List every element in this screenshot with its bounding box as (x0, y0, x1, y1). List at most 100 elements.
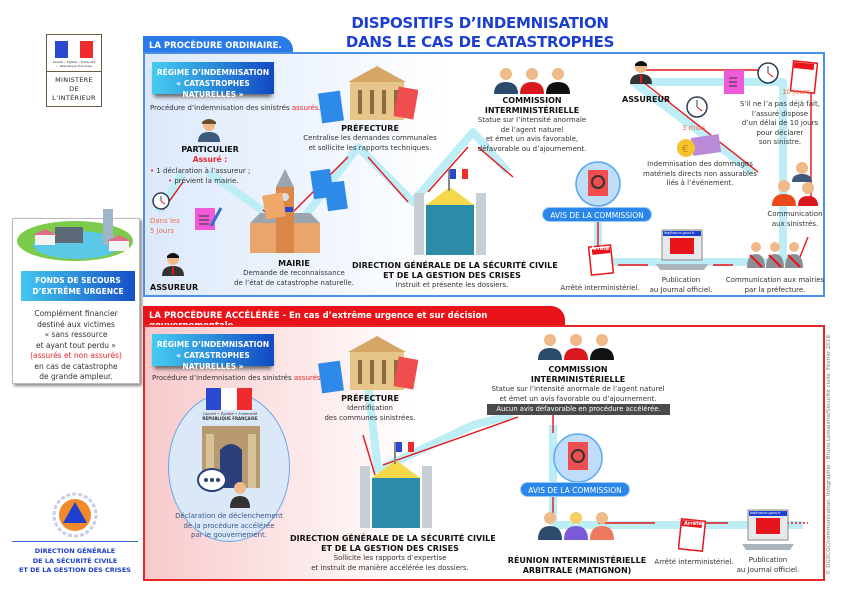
commission-ordinary-block: COMMISSION INTERMINISTÉRIELLE Statue sur… (472, 96, 592, 154)
regime-line: RÉGIME D’INDEMNISATION (156, 340, 270, 349)
commission-title-line: INTERMINISTÉRIELLE (484, 106, 580, 115)
regime-line: « CATASTROPHES NATURELLES » (176, 79, 250, 99)
ten-days-line: pour déclarer (756, 128, 804, 137)
dgscgc-text-line: et instruit de manière accélérée les dos… (311, 563, 469, 572)
fonds-description: Complément financier destiné aux victime… (15, 309, 137, 383)
arrete-document-icon (678, 518, 706, 552)
procedure-description-acc: Procédure d’indemnisation des sinistrés … (152, 374, 323, 384)
indemnisation-line: liés à l’événement. (666, 179, 734, 187)
declaration-block: Déclaration de déclenchement de la procé… (174, 512, 284, 541)
legifrance-label: legifrance.gouv.fr (664, 231, 695, 235)
indemnisation-line: matériels directs non assurables (643, 169, 757, 178)
communication-sinistres-block: Communication aux sinistrés. (760, 210, 830, 229)
dgscgc-title-line: DIRECTION GÉNÉRALE DE LA SÉCURITÉ CIVILE (352, 261, 558, 270)
documents-icon (310, 168, 348, 212)
clock-icon (757, 62, 779, 84)
reunion-members-icon (538, 512, 614, 540)
procedure-description: Procédure d’indemnisation des sinistrés … (150, 104, 321, 114)
particulier-subtitle: Assuré : (192, 155, 228, 164)
bullet-item: • 1 déclaration à l’assureur ; (150, 167, 251, 175)
mairie-text-line: de l’état de catastrophe naturelle. (234, 278, 354, 287)
indemnisation-line: Indemnisation des dommages (647, 160, 753, 168)
dgscgc-name-line: ET DE LA GESTION DES CRISES (19, 566, 131, 574)
assureur-icon (162, 253, 184, 276)
fonds-text-line: Complément financier (34, 309, 118, 318)
dgscgc-title-line: ET DE LA GESTION DES CRISES (383, 271, 521, 280)
commission-text-line: et émet un avis favorable, (485, 135, 579, 143)
reunion-block: RÉUNION INTERMINISTÉRIELLE ARBITRALE (MA… (504, 556, 650, 576)
commission-text-line: de l’agent naturel (500, 125, 564, 134)
assureur-icon (630, 61, 652, 84)
delay-line: Dans les (150, 217, 180, 225)
communication-mairies-block: Communication aux mairies par la préfect… (720, 276, 830, 295)
particulier-block: PARTICULIER Assuré : (172, 145, 248, 165)
ten-days-line: l’assuré dispose (751, 109, 809, 118)
fonds-banner: FONDS DE SECOURS D’EXTRÊME URGENCE (21, 271, 135, 301)
fonds-banner-line: D’EXTRÊME URGENCE (32, 287, 124, 296)
delay-line: 5 jours (150, 226, 174, 235)
republique-motto: Liberté • Égalité • Fraternité (202, 411, 258, 416)
fonds-text-highlight: (assurés et non assurés) (30, 351, 122, 360)
commission-members-icon (538, 334, 614, 360)
commission-text-line: Statue sur l’intensité anormale (477, 116, 587, 124)
fonds-text-line: de grande ampleur. (39, 372, 113, 381)
mairie-text-line: Demande de reconnaissance (243, 269, 345, 277)
dgscgc-gate-icon (414, 169, 486, 255)
dgscgc-text-line: Sollicite les rapports d’expertise (333, 554, 447, 562)
copyright-text: © DGSCGC/communication. Infographie : Br… (826, 333, 832, 575)
procedure-text: Procédure d’indemnisation des sinistrés (152, 374, 294, 382)
fonds-banner-line: FONDS DE SECOURS (35, 276, 121, 285)
arrow (477, 146, 514, 178)
securite-civile-logo-icon (52, 492, 98, 538)
divider (12, 541, 138, 542)
delay-5-days: Dans les 5 jours (150, 217, 180, 236)
ministry-name: MINISTÈRE DE L’INTÉRIEUR (47, 76, 101, 103)
commission-members-icon (494, 68, 570, 94)
dgscgc-title-line: DIRECTION GÉNÉRALE DE LA SÉCURITÉ CIVILE (290, 534, 496, 543)
commission-title-line: COMMISSION (548, 365, 608, 374)
arrete-document-icon (588, 244, 614, 276)
procedure-highlight: assurés. (293, 374, 323, 382)
title-line-1: DISPOSITIFS D’INDEMNISATION (351, 14, 609, 32)
commission-text-line: Statue sur l’intensité anormale de l’age… (491, 385, 665, 393)
avis-commission-badge-acc: AVIS DE LA COMMISSION (520, 482, 630, 497)
declaration-document-icon (195, 207, 223, 230)
declaration-line: de la procédure accélérée (183, 521, 275, 530)
arrete-text-acc: Arrêté interministériel. (654, 558, 734, 566)
prefecture-text-line: et sollicite les rapports techniques. (308, 143, 432, 152)
sinistres-icon (772, 162, 818, 206)
publication-line: au Journal officiel. (649, 285, 713, 294)
communication-sinistres-line: Communication (767, 210, 823, 218)
commission-text-line: et émet un avis favorable ou d’ajourneme… (499, 394, 657, 403)
arrete-label: Arrêté (591, 246, 609, 252)
document-icon (262, 192, 286, 220)
dgscgc-name-line: DIRECTION GÉNÉRALE (34, 547, 116, 555)
communication-mairies-line: par la préfecture. (744, 285, 806, 294)
arrete-label: Arrêté (684, 521, 702, 527)
declaration-document-icon (724, 70, 744, 94)
indemnisation-block: Indemnisation des dommages matériels dir… (640, 160, 760, 189)
bullet-text: prévient la mairie. (174, 176, 239, 185)
dgscgc-name-line: DE LA SÉCURITÉ CIVILE (32, 556, 118, 565)
prefecture-text-line: des communes sinistrées. (324, 413, 416, 422)
publication-line: Publication (661, 276, 701, 284)
prefecture-title: PRÉFECTURE (341, 124, 399, 133)
avis-commission-badge: AVIS DE LA COMMISSION (542, 207, 652, 222)
publication-line: Publication (748, 556, 788, 564)
prefecture-text-line: Centralise les demandes communales (303, 134, 437, 142)
declaration-line: Déclaration de déclenchement (175, 512, 283, 520)
mairie-block: MAIRIE Demande de reconnaissance de l’ét… (234, 259, 354, 288)
person-icon (198, 119, 220, 142)
reunion-title-line: ARBITRALE (MATIGNON) (522, 566, 632, 575)
laptop-legifrance-icon (742, 509, 794, 550)
mairie-title: MAIRIE (278, 259, 310, 268)
arrow (382, 416, 519, 466)
commission-title-line: COMMISSION (502, 96, 562, 105)
communication-mairies-line: Communication aux mairies (725, 276, 825, 284)
prefecture-block: PRÉFECTURE Centralise les demandes commu… (300, 124, 440, 153)
money-icon: € (677, 134, 722, 157)
publication-line: au Journal officiel. (736, 565, 800, 574)
particulier-title: PARTICULIER (181, 145, 239, 154)
fonds-text-line: et ayant tout perdu » (35, 340, 117, 350)
prefecture-building-icon (318, 66, 418, 124)
